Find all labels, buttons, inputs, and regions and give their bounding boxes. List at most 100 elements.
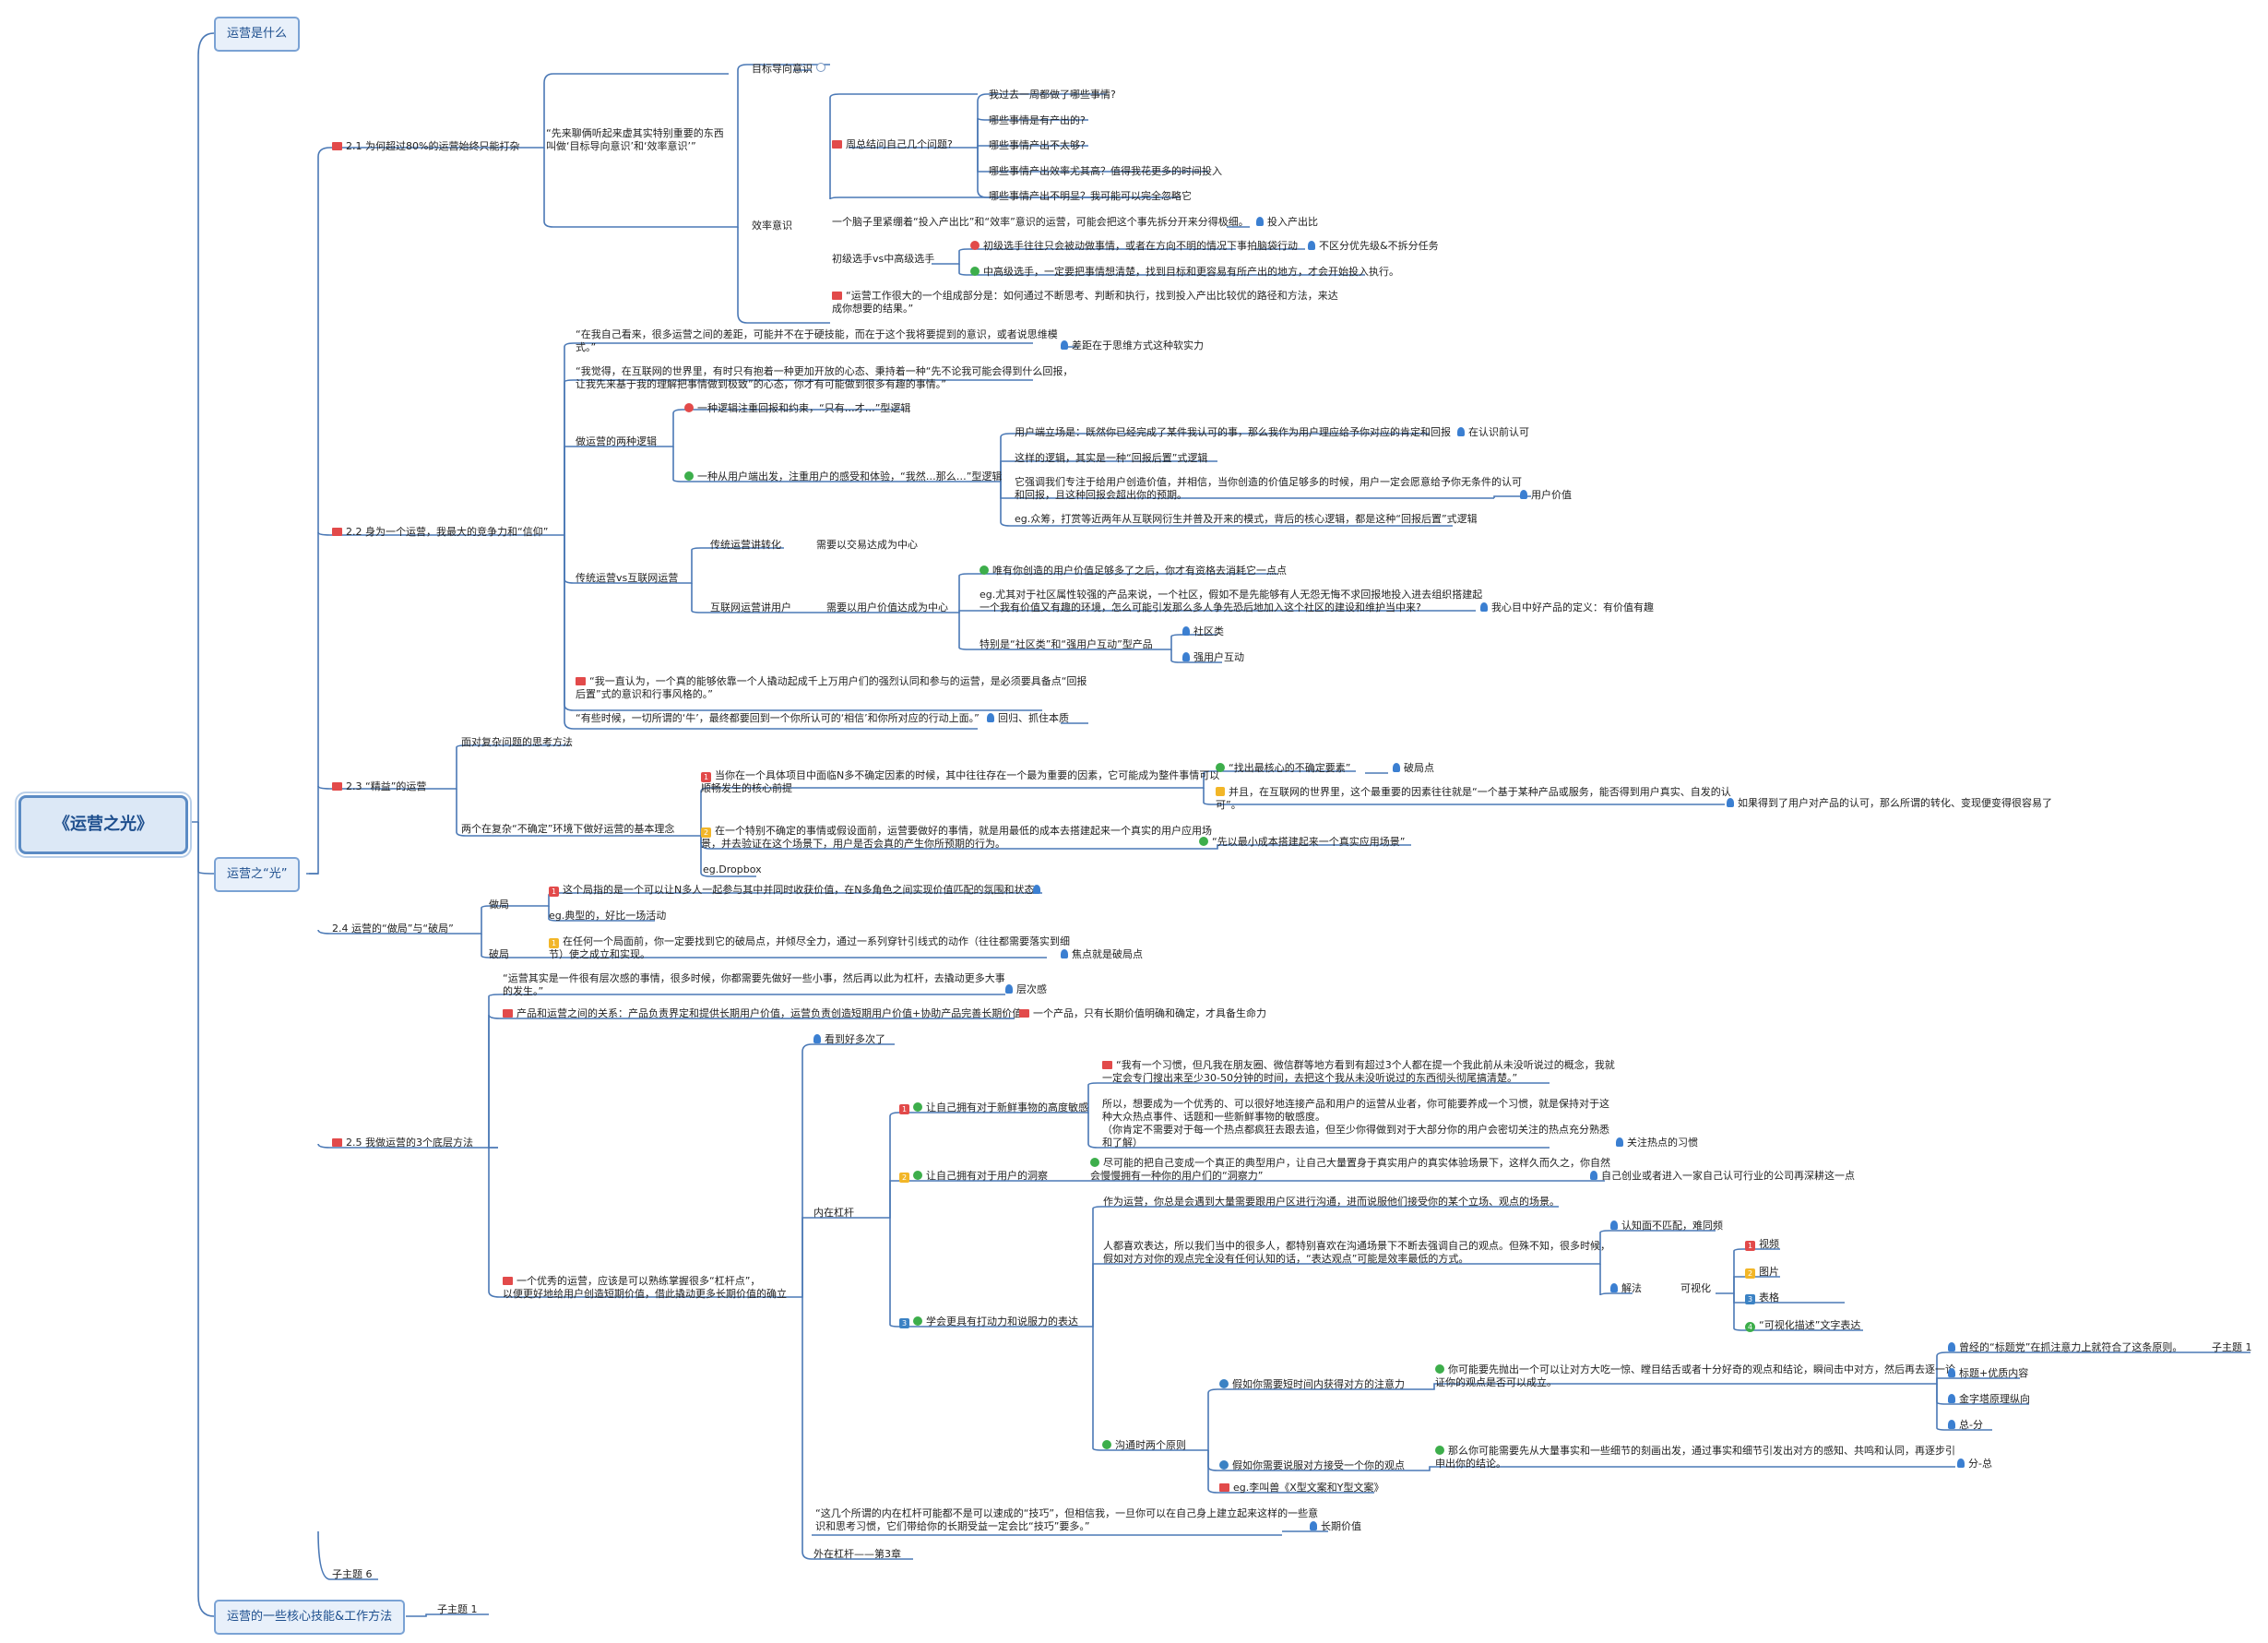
expand-icon[interactable] [815, 63, 825, 72]
weekly-questions[interactable]: 周总结问自己几个问题? [832, 138, 953, 151]
headline-party[interactable]: 曾经的“标题党”在抓注意力上就符合了这条原则。 [1948, 1341, 2182, 1354]
internet-users[interactable]: 互联网运营讲用户 [710, 601, 791, 613]
find-core[interactable]: “找出最核心的不确定要素” [1216, 762, 1350, 775]
logic-user[interactable]: 一种从用户端出发，注重用户的感受和体验，“我然…那么…”型逻辑 [684, 470, 1002, 483]
weekly-q4[interactable]: 哪些事情产出效率尤其高？值得我花更多的时间投入 [989, 165, 1222, 177]
goal-orientation[interactable]: 目标导向意识 [752, 63, 825, 76]
quote-goal-efficiency[interactable]: “先来聊俩听起来虚其实特别重要的东西 叫做‘目标导向意识’和‘效率意识’” [546, 127, 724, 152]
quote-belief[interactable]: “有些时候，一切所谓的‘牛’，最终都要回到一个你所认可的‘相信’和你所对应的行动… [576, 712, 980, 724]
split-total[interactable]: 分-总 [1957, 1458, 1992, 1470]
trad-conversion-value[interactable]: 需要以交易达成为中心 [816, 539, 918, 551]
work-quote[interactable]: “运营工作很大的一个组成部分是：如何通过不断思考、判断和执行，找到投入产出比较优… [832, 290, 1338, 316]
efficiency-awareness[interactable]: 效率意识 [752, 220, 792, 232]
skill-1-habit[interactable]: “我有一个习惯，但凡我在朋友圈、微信群等地方看到有超过3个人都在提一个我此前从未… [1102, 1059, 1615, 1085]
topic-2-4[interactable]: 2.4 运营的“做局”与“破局” [332, 923, 454, 935]
visualize[interactable]: 可视化 [1680, 1282, 1711, 1294]
eg-copywriting[interactable]: eg.李叫兽《X型文案和Y型文案》 [1219, 1482, 1384, 1494]
min-cost-scene[interactable]: “先以最小成本搭建起来一个真实应用场景” [1199, 836, 1405, 849]
logic-user-b4[interactable]: eg.众筹，打赏等近两年从互联网衍生并普及开来的模式，背后的核心逻辑，都是这种“… [1015, 513, 1478, 525]
weekly-q1[interactable]: 我过去一周都做了哪些事情? [989, 89, 1116, 101]
visual-text[interactable]: 4“可视化描述”文字表达 [1745, 1319, 1860, 1332]
eg-dropbox[interactable]: eg.Dropbox [703, 863, 762, 875]
logic-reward[interactable]: 一种逻辑注重回报和约束，“只有…才…”型逻辑 [684, 402, 910, 415]
tag-layered[interactable]: 层次感 [1005, 983, 1047, 996]
input-output-node[interactable]: 一个脑子里紧绷着“投入产出比”和“效率”意识的运营，可能会把这个事先拆分开来分得… [832, 216, 1249, 228]
tag-no-priority[interactable]: 不区分优先级&不拆分任务 [1308, 240, 1439, 253]
break-game[interactable]: 破局 [489, 948, 509, 960]
tag-soft-skill[interactable]: 差距在于思维方式这种软实力 [1061, 339, 1204, 352]
tag-input-output[interactable]: 投入产出比 [1256, 216, 1318, 229]
tag-long-term[interactable]: 长期价值 [1310, 1520, 1361, 1533]
branch-light-of-operations[interactable]: 运营之“光” [214, 857, 301, 892]
tag-long-value[interactable]: 一个产品，只有长期价值明确和确定，才具备生命力 [1019, 1007, 1266, 1020]
strong-interaction[interactable]: 强用户互动 [1182, 651, 1244, 664]
branch-what-is-operations[interactable]: 运营是什么 [214, 17, 301, 52]
subtopic-6[interactable]: 子主题 6 [332, 1568, 373, 1580]
traditional-vs-internet[interactable]: 传统运营vs互联网运营 [576, 572, 679, 584]
logic-user-b3[interactable]: 它强调我们专注于给用户创造价值，并相信，当你创造的价值足够多的时候，用户一定会愿… [1015, 476, 1522, 501]
tag-good-product[interactable]: 我心目中好产品的定义：有价值有趣 [1480, 601, 1654, 614]
make-game-2[interactable]: eg.典型的，好比一场活动 [549, 910, 667, 922]
community[interactable]: 社区类 [1182, 625, 1224, 638]
quote-reward-later[interactable]: “我一直认为，一个真的能够依靠一个人撬动起成千上万用户们的强烈认同和参与的运营，… [576, 675, 1087, 701]
internet-users-value[interactable]: 需要以用户价值达成为中心 [826, 601, 948, 613]
tag-recognize[interactable]: 在认识前认可 [1457, 426, 1529, 439]
tag-user-value[interactable]: 用户价值 [1520, 489, 1572, 502]
skill-3-scenes[interactable]: 作为运营，你总是会遇到大量需要跟用户区进行沟通，进而说服他们接受你的某个立场、观… [1103, 1196, 1560, 1208]
product-vs-ops[interactable]: 产品和运营之间的关系：产品负责界定和提供长期用户价值，运营负责创造短期用户价值+… [503, 1007, 1022, 1020]
pyramid[interactable]: 金字塔原理纵向 [1948, 1393, 2030, 1406]
good-operator[interactable]: 一个优秀的运营，应该是可以熟练掌握很多“杠杆点”， 以便更好地给用户创造短期价值… [503, 1275, 787, 1301]
quote-thinking-gap[interactable]: “在我自己看来，很多运营之间的差距，可能并不在于硬技能，而在于这个我将要提到的意… [576, 328, 1058, 353]
subtopic-1-core[interactable]: 子主题 1 [437, 1603, 478, 1615]
quote-layered[interactable]: “运营其实是一件很有层次感的事情，很多时候，你都需要先做好一些小事，然后再以此为… [503, 972, 1005, 997]
rule-2-detail[interactable]: 那么你可能需要先从大量事实和一些细节的刻画出发，通过事实和细节引发出对方的感知、… [1435, 1445, 1955, 1470]
outer-lever[interactable]: 外在杠杆——第3章 [813, 1548, 901, 1560]
trad-conversion[interactable]: 传统运营讲转化 [710, 539, 781, 551]
skill-1-sensitivity[interactable]: 所以，想要成为一个优秀的、可以很好地连接产品和用户的运营从业者，你可能要养成一个… [1102, 1098, 1609, 1149]
make-game-tag[interactable] [1033, 884, 1044, 897]
tag-focus[interactable]: 焦点就是破局点 [1061, 948, 1143, 961]
branch-core-skills[interactable]: 运营的一些核心技能&工作方法 [214, 1600, 406, 1635]
two-principles[interactable]: 两个在复杂“不确定”环境下做好运营的基本理念 [461, 823, 675, 835]
junior-player[interactable]: 初级选手往往只会被动做事情，或者在方向不明的情况下事拍脑袋行动 [970, 240, 1298, 253]
logic-user-b2[interactable]: 这样的逻辑，其实是一种“回报后置”式逻辑 [1015, 452, 1208, 464]
weekly-q5[interactable]: 哪些事情产出不明显？我可能可以完全忽略它 [989, 190, 1192, 202]
junior-vs-senior[interactable]: 初级选手vs中高级选手 [832, 253, 935, 265]
quote-open-mind[interactable]: “我觉得，在互联网的世界里，有时只有抱着一种更加开放的心态、秉持着一种“先不论我… [576, 365, 1074, 390]
topic-2-5[interactable]: 2.5 我做运营的3个底层方法 [332, 1137, 473, 1149]
senior-player[interactable]: 中高级选手，一定要把事情想清楚，找到目标和更容易有所产出的地方，才会开始投入执行… [970, 266, 1399, 279]
total-split[interactable]: 总-分 [1948, 1419, 1983, 1432]
user-value-c1[interactable]: 唯有你创造的用户价值足够多了之后，你才有资格去消耗它一点点 [980, 565, 1287, 577]
rule-1-detail[interactable]: 你可能要先抛出一个可以让对方大吃一惊、瞠目结舌或者十分好奇的观点和结论，瞬间击中… [1435, 1363, 1955, 1389]
weekly-q3[interactable]: 哪些事情产出不太够? [989, 139, 1086, 151]
core-factor[interactable]: 并且，在互联网的世界里，这个最重要的因素往往就是“一个基于某种产品或服务，能否得… [1216, 786, 1731, 812]
topic-2-2[interactable]: 2.2 身为一个运营，我最大的竞争力和“信仰” [332, 526, 548, 539]
tag-hot-topics[interactable]: 关注热点的习惯 [1616, 1137, 1698, 1149]
subtopic-1[interactable]: 子主题 1 [2212, 1341, 2252, 1353]
tag-startup[interactable]: 自己创业或者进入一家自己认可行业的公司再深耕这一点 [1590, 1170, 1855, 1183]
inner-lever[interactable]: 内在杠杆 [813, 1207, 854, 1219]
cognition-mismatch[interactable]: 认知面不匹配，难同频 [1610, 1220, 1723, 1232]
user-value-c2[interactable]: eg.尤其对于社区属性较强的产品来说，一个社区，假如不是先能够有人无怨无悔不求回… [980, 589, 1483, 613]
make-game[interactable]: 做局 [489, 899, 509, 911]
rule-2[interactable]: 假如你需要说服对方接受一个你的观点 [1219, 1459, 1405, 1472]
user-value-c3[interactable]: 特别是“社区类”和“强用户互动”型产品 [980, 638, 1153, 650]
skill-3-express[interactable]: 人都喜欢表达，所以我们当中的很多人，都特别喜欢在沟通场景下不断去强调自己的观点。… [1103, 1240, 1610, 1265]
tag-conversion[interactable]: 如果得到了用户对产品的认可，那么所谓的转化、变现便变得很容易了 [1727, 797, 2052, 810]
solution[interactable]: 解法 [1610, 1282, 1642, 1295]
root-topic[interactable]: 《运营之光》 [18, 795, 188, 854]
rule-1[interactable]: 假如你需要短时间内获得对方的注意力 [1219, 1378, 1405, 1391]
topic-2-3[interactable]: 2.3 “精益”的运营 [332, 780, 426, 793]
quote-skills[interactable]: “这几个所谓的内在杠杆可能都不是可以速成的“技巧”，但相信我，一旦你可以在自己身… [815, 1507, 1319, 1532]
two-logics[interactable]: 做运营的两种逻辑 [576, 435, 657, 447]
